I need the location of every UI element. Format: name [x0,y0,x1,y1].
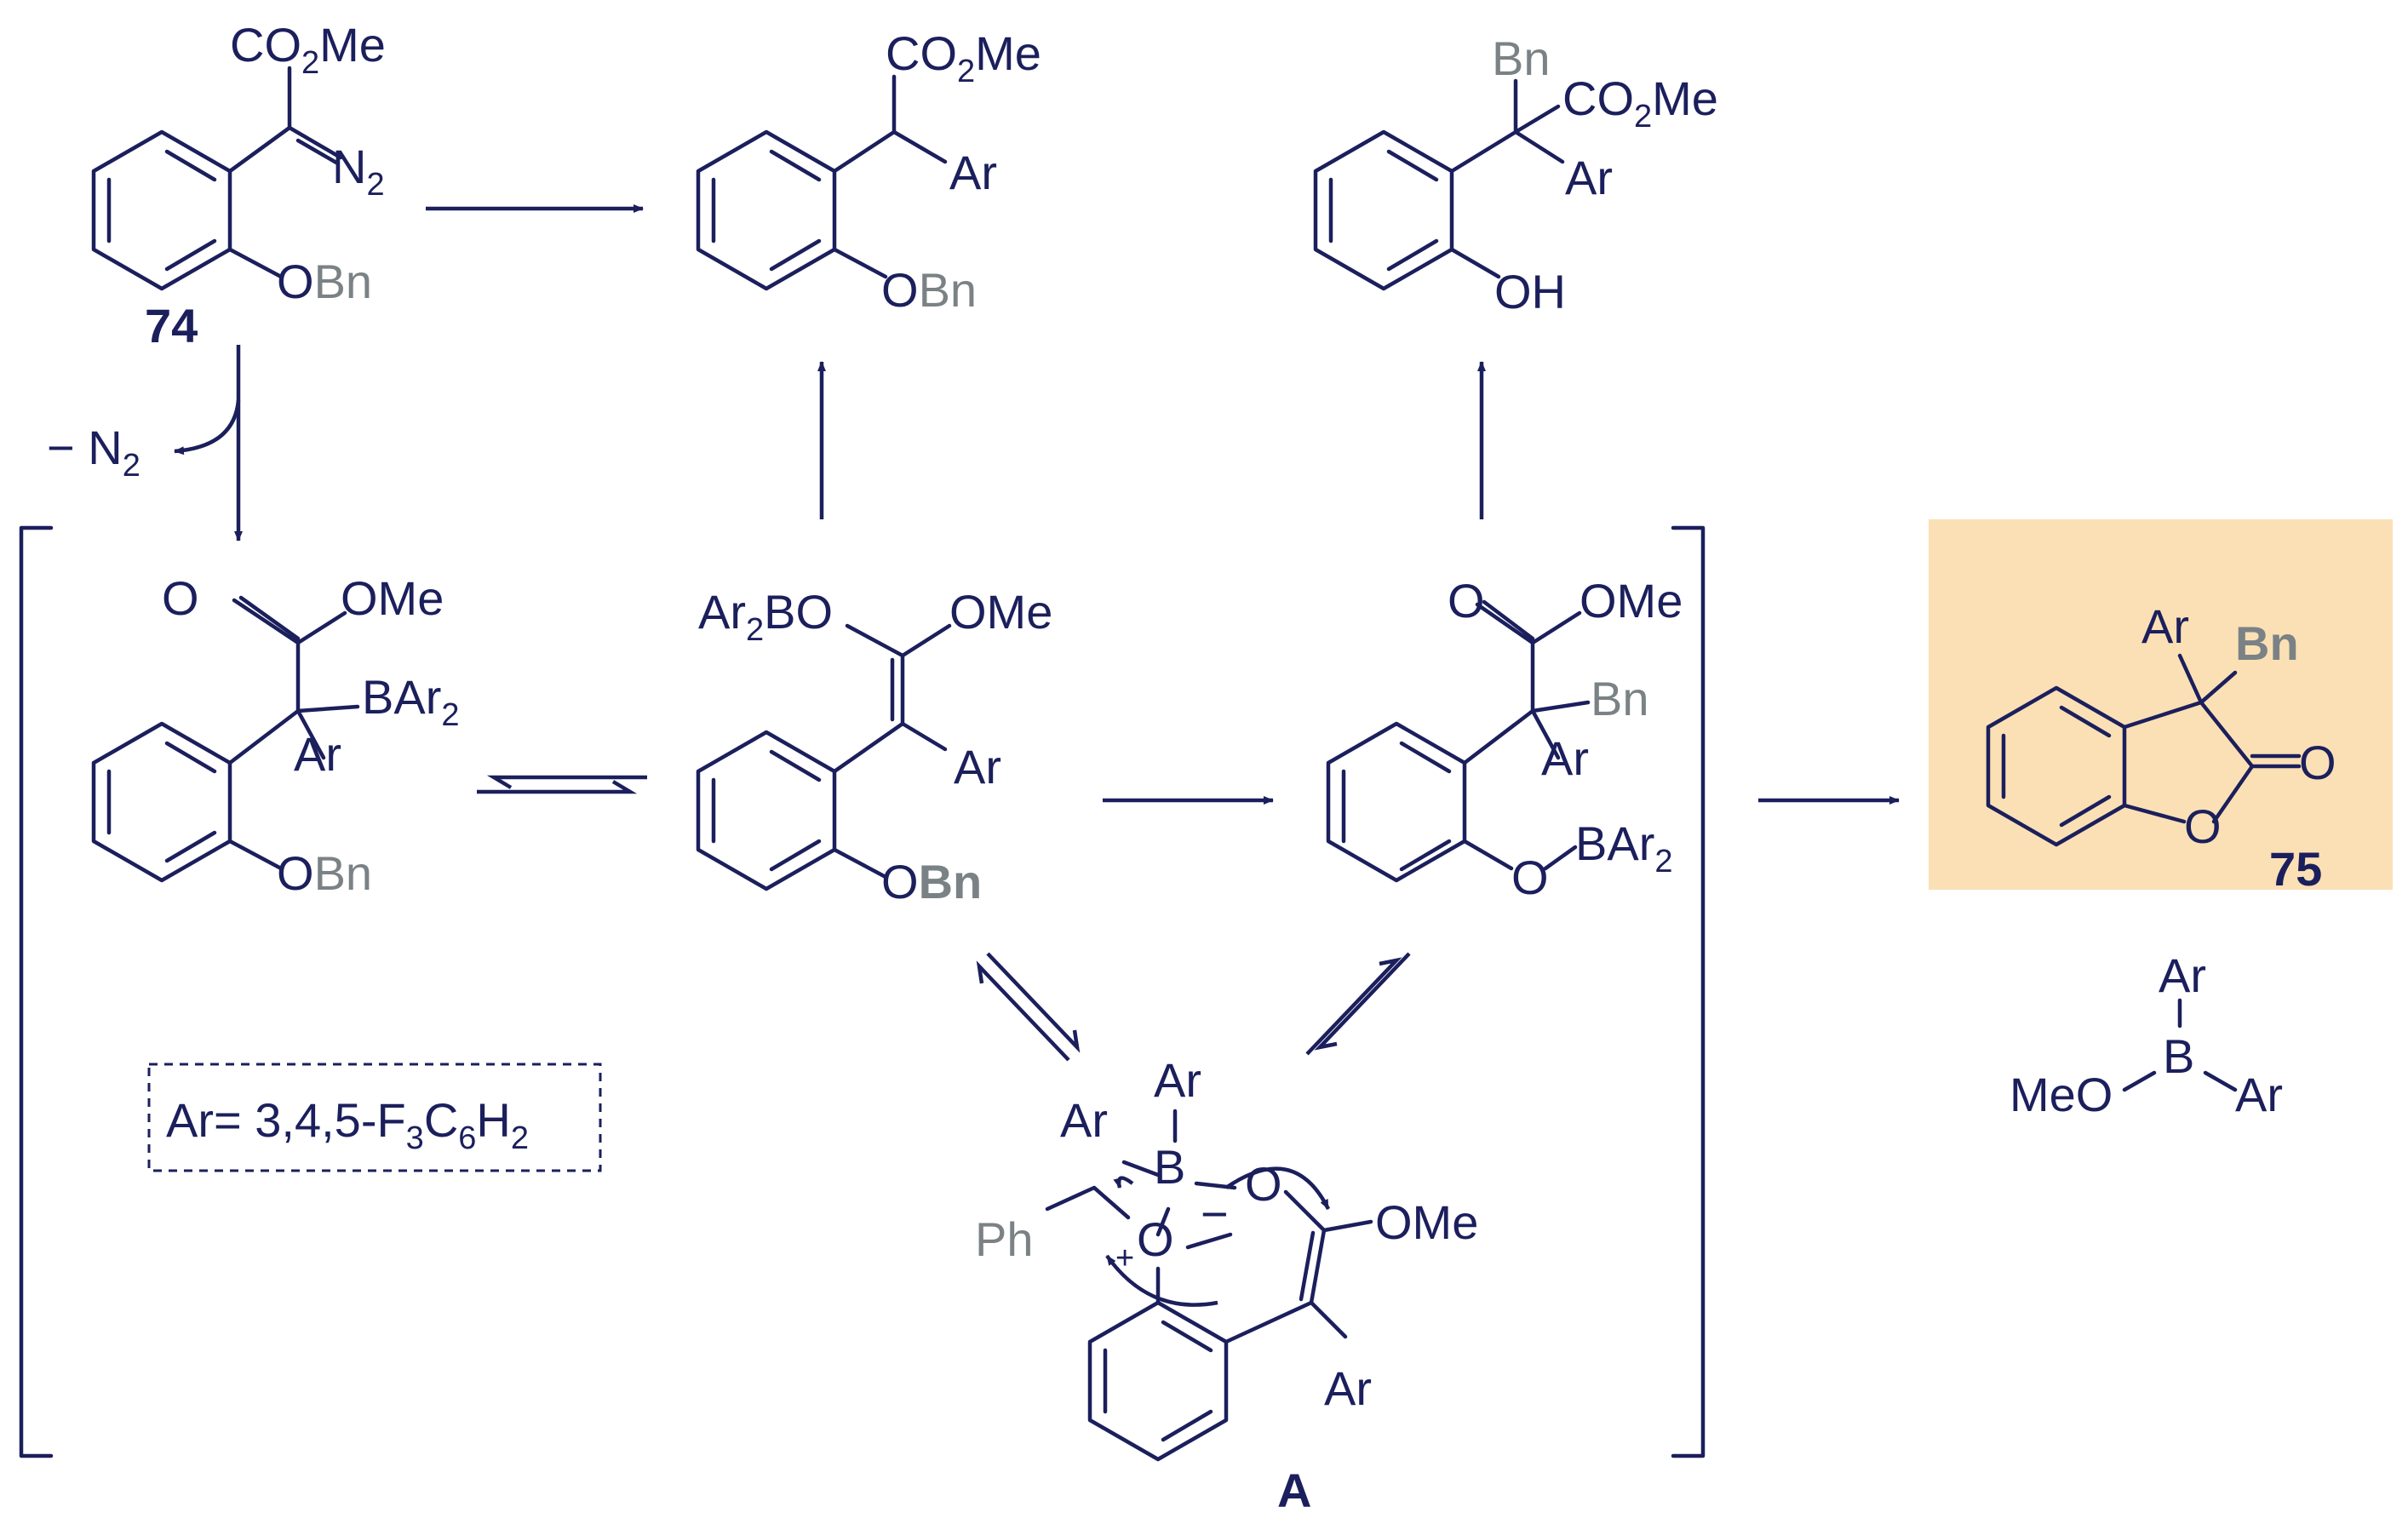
product-ether: CO2Me Ar OBn [696,26,1041,317]
ar-definition: Ar= 3,4,5-F3C6H2 [147,1063,602,1172]
bracket-right [1671,525,1706,1458]
svg-text:O: O [2184,799,2222,853]
intermediate-aryloxy-borane: O OMe Bn Ar O BAr2 [1326,574,1683,904]
product-phenol: Bn CO2Me Ar OH [1313,32,1718,318]
svg-text:B: B [1154,1140,1185,1194]
svg-text:O: O [1448,574,1485,627]
equilibrium-enolate-A [976,952,1081,1062]
svg-text:OBn: OBn [277,255,372,308]
compound-label-A: A [1277,1464,1311,1517]
svg-text:N2: N2 [332,140,385,203]
byproduct-meobar2: Ar B MeO Ar [2010,948,2283,1121]
svg-text:Ar: Ar [1324,1361,1372,1415]
svg-text:OH: OH [1494,265,1566,318]
svg-text:OMe: OMe [949,585,1052,639]
svg-text:O: O [1245,1157,1282,1211]
svg-text:CO2Me: CO2Me [1562,72,1718,135]
equilibrium-left-middle [477,775,647,794]
svg-text:Ar: Ar [1565,151,1613,204]
svg-text:Ar: Ar [1541,731,1589,785]
svg-text:OBn: OBn [277,846,372,900]
svg-text:OMe: OMe [341,571,444,625]
svg-text:−: − [1201,1187,1229,1240]
svg-text:Bn: Bn [2235,616,2299,670]
svg-text:B: B [2163,1029,2194,1083]
intermediate-A: Ar Ar B O − O + Ph OMe Ar A [975,1053,1478,1517]
bracket-left [19,525,54,1458]
svg-text:O: O [162,571,199,625]
svg-text:Bn: Bn [1492,32,1551,85]
svg-text:Ar: Ar [2235,1068,2283,1121]
svg-text:Bn: Bn [1591,672,1649,725]
svg-text:CO2Me: CO2Me [230,18,386,81]
svg-text:OMe: OMe [1375,1195,1478,1249]
arrow-loss-of-n2: − N2 [47,345,243,541]
equilibrium-borate-A [1305,952,1411,1056]
svg-text:CO2Me: CO2Me [886,26,1041,89]
svg-text:O: O [2299,736,2336,789]
svg-text:BAr2: BAr2 [362,670,460,733]
svg-text:MeO: MeO [2010,1068,2113,1121]
compound-label-74: 74 [145,299,198,352]
svg-text:+: + [1115,1240,1134,1276]
svg-text:Ar: Ar [2159,948,2206,1002]
svg-text:Ar= 3,4,5-F3C6H2: Ar= 3,4,5-F3C6H2 [166,1093,529,1156]
svg-text:− N2: − N2 [47,421,140,484]
svg-text:OMe: OMe [1580,574,1683,627]
highlight-box-75 [1929,519,2393,890]
intermediate-boron-ester: O OMe BAr2 Ar OBn [91,571,460,900]
intermediate-boron-enolate: Ar2BO OMe Ar OBn [696,585,1052,908]
svg-text:Ph: Ph [975,1212,1034,1266]
svg-text:Ar2BO: Ar2BO [698,585,833,648]
svg-text:O: O [1511,851,1549,904]
svg-text:Ar: Ar [294,727,341,781]
svg-text:Ar: Ar [1154,1053,1201,1107]
svg-text:Ar: Ar [954,740,1001,794]
compound-74: CO2Me N2 OBn 74 [91,18,386,352]
svg-text:BAr2: BAr2 [1575,816,1673,879]
svg-text:Ar: Ar [1060,1093,1108,1147]
svg-text:O: O [1137,1212,1174,1266]
svg-text:Ar: Ar [949,146,997,199]
svg-text:OBn: OBn [881,263,977,317]
compound-75: Ar Bn O O 75 [1986,599,2336,896]
svg-text:Ar: Ar [2141,599,2189,653]
svg-text:OBn: OBn [881,855,982,908]
compound-label-75: 75 [2269,842,2322,896]
